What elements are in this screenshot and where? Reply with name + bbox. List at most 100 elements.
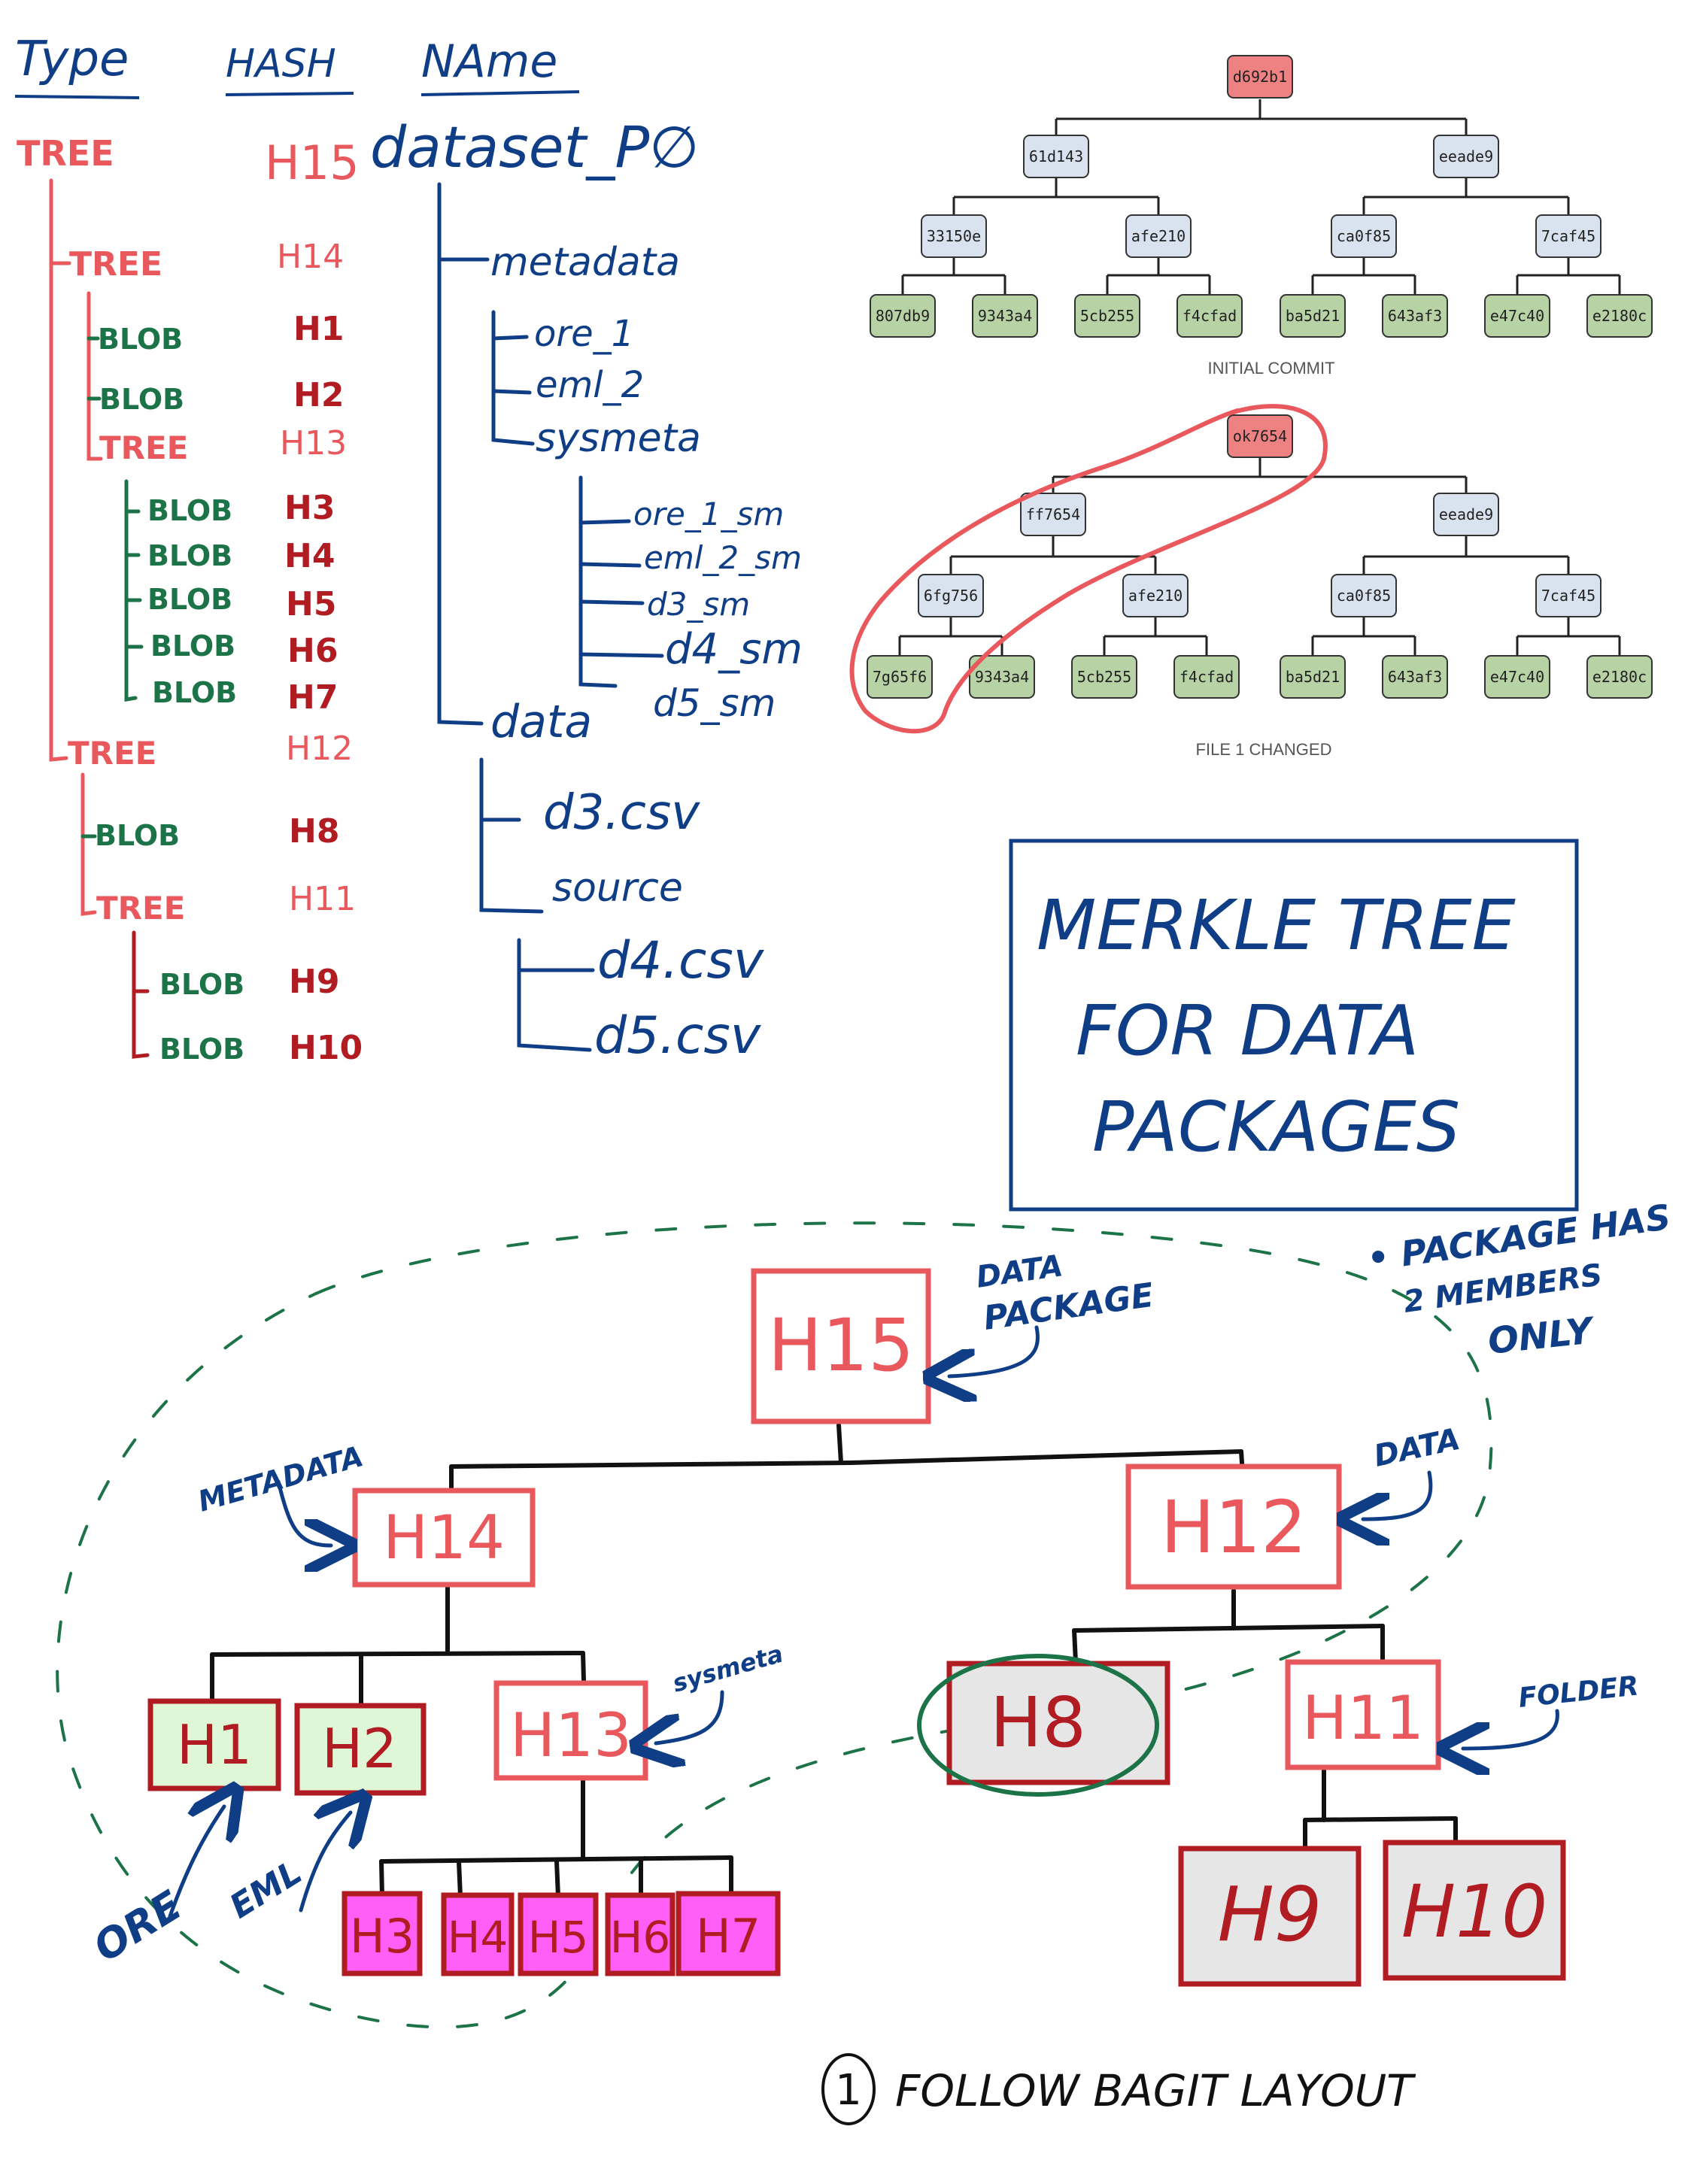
name-14: d5.csv bbox=[594, 1006, 762, 1066]
big-tree-labels: H15 H14 H12 H1 H2 H13 H8 H11 H3 H4 H5 H6… bbox=[177, 1303, 1547, 1964]
commit2-leaf-label-7: e2180c bbox=[1592, 668, 1647, 686]
commit1-leaf-label-5: 643af3 bbox=[1388, 307, 1442, 325]
commit1-leaf-node-4 bbox=[1280, 294, 1346, 338]
listing-names: dataset_P∅ metadata ore_1 eml_2 sysmeta … bbox=[370, 114, 803, 1066]
commit1-l1-label-1: eeade9 bbox=[1439, 147, 1493, 165]
commit2-leaf-label-4: ba5d21 bbox=[1286, 668, 1340, 686]
name-7: d3_sm bbox=[647, 586, 750, 623]
commit2-leaf-node-5 bbox=[1382, 655, 1448, 699]
header-hash: HASH bbox=[226, 41, 336, 86]
commit1-l1-node-0 bbox=[1023, 135, 1089, 178]
type-4: TREE bbox=[99, 429, 188, 466]
label-h2: H2 bbox=[322, 1717, 397, 1780]
commit2-l1-label-0: ff7654 bbox=[1026, 505, 1080, 523]
label-h6: H6 bbox=[610, 1912, 671, 1963]
hash-10: H12 bbox=[286, 730, 353, 768]
commit1-l2-label-3: 7caf45 bbox=[1541, 227, 1595, 245]
listing-types: TREE TREE BLOB BLOB TREE BLOB BLOB BLOB … bbox=[17, 133, 244, 1066]
commit1-labels: d692b1 61d143 eeade9 33150e afe210 ca0f8… bbox=[876, 68, 1647, 325]
hash-9: H7 bbox=[287, 678, 338, 717]
name-12: source bbox=[552, 866, 683, 911]
commit2-leaf-node-3 bbox=[1173, 655, 1240, 699]
title-line-3: PACKAGES bbox=[1092, 1087, 1460, 1167]
listing-headers: Type HASH NAme bbox=[14, 32, 580, 99]
node-h11 bbox=[1285, 1659, 1441, 1770]
commit1-leaf-node-0 bbox=[870, 294, 936, 338]
label-h9: H9 bbox=[1218, 1870, 1322, 1958]
type-6: BLOB bbox=[147, 539, 232, 572]
hash-14: H10 bbox=[289, 1029, 363, 1067]
label-h13: H13 bbox=[510, 1700, 632, 1770]
node-h1 bbox=[147, 1698, 281, 1791]
commit1-l2-label-0: 33150e bbox=[927, 227, 981, 245]
header-type: Type bbox=[15, 32, 129, 87]
commit1-leaf-node-3 bbox=[1176, 294, 1243, 338]
listing-hashes: H15 H14 H1 H2 H13 H3 H4 H5 H6 H7 H12 H8 … bbox=[265, 135, 363, 1067]
annotation-folder: FOLDER bbox=[1517, 1670, 1641, 1714]
node-h14 bbox=[352, 1488, 536, 1588]
commit1-leaf-node-6 bbox=[1484, 294, 1550, 338]
type-12: TREE bbox=[96, 890, 185, 927]
name-tree-lines bbox=[437, 182, 664, 1052]
commit2-l2-node-1 bbox=[1122, 574, 1189, 617]
commit2-root-label: ok7654 bbox=[1233, 427, 1287, 445]
node-h6 bbox=[605, 1892, 676, 1976]
annotation-data-package-1: DATA bbox=[974, 1248, 1065, 1295]
commit1-leaf-label-6: e47c40 bbox=[1490, 307, 1544, 325]
commit2-l2-node-3 bbox=[1535, 574, 1601, 617]
hash-0: H15 bbox=[265, 135, 360, 190]
hash-1: H14 bbox=[277, 238, 344, 276]
node-h7 bbox=[676, 1891, 781, 1976]
label-h14: H14 bbox=[383, 1503, 505, 1573]
type-14: BLOB bbox=[159, 1033, 244, 1066]
label-h1: H1 bbox=[177, 1713, 252, 1776]
type-9: BLOB bbox=[152, 676, 237, 709]
annotation-package-note-3: ONLY bbox=[1486, 1309, 1597, 1363]
node-h3 bbox=[342, 1891, 423, 1976]
label-h4: H4 bbox=[448, 1912, 509, 1963]
commit2-leaf-label-0: 7g65f6 bbox=[873, 668, 927, 686]
name-11: d3.csv bbox=[543, 785, 700, 841]
commit2-leaf-label-6: e47c40 bbox=[1490, 668, 1544, 686]
name-0: dataset_P∅ bbox=[370, 114, 699, 180]
commit1-leaf-label-0: 807db9 bbox=[876, 307, 930, 325]
commit2-leaf-node-7 bbox=[1586, 655, 1653, 699]
type-1: TREE bbox=[69, 245, 162, 284]
type-7: BLOB bbox=[147, 583, 232, 616]
node-h10 bbox=[1383, 1840, 1566, 1981]
hash-8: H6 bbox=[287, 632, 338, 670]
commit2-edges bbox=[898, 457, 1621, 659]
commit1-l2-node-0 bbox=[921, 214, 987, 258]
type-13: BLOB bbox=[159, 968, 244, 1001]
big-tree-nodes bbox=[147, 1268, 1566, 1987]
commit1-leaf-node-5 bbox=[1382, 294, 1448, 338]
commit2-leaf-label-3: f4cfad bbox=[1179, 668, 1234, 686]
header-name: NAme bbox=[421, 35, 557, 88]
commit2-l2-node-0 bbox=[918, 574, 984, 617]
label-h12: H12 bbox=[1161, 1485, 1307, 1570]
footer-number-circle bbox=[821, 2053, 876, 2125]
commit1-leaf-label-3: f4cfad bbox=[1183, 307, 1237, 325]
type-tree-lines bbox=[49, 178, 150, 1059]
commit2-root-node bbox=[1227, 414, 1293, 458]
hash-2: H1 bbox=[293, 310, 344, 348]
title-box bbox=[1009, 839, 1579, 1212]
node-h8-circle bbox=[917, 1654, 1159, 1797]
node-h13 bbox=[493, 1680, 648, 1781]
annotation-arrows bbox=[168, 1325, 1559, 1919]
label-h8: H8 bbox=[990, 1682, 1086, 1763]
label-h10: H10 bbox=[1401, 1870, 1547, 1954]
commit1-leaf-label-7: e2180c bbox=[1592, 307, 1647, 325]
commit2-l1-label-1: eeade9 bbox=[1439, 505, 1493, 523]
commit2-leaf-node-4 bbox=[1280, 655, 1346, 699]
hash-11: H8 bbox=[289, 812, 339, 851]
commit1-root-label: d692b1 bbox=[1233, 68, 1287, 86]
annotation-data: DATA bbox=[1371, 1422, 1464, 1474]
commit2-leaf-label-2: 5cb255 bbox=[1077, 668, 1131, 686]
label-h7: H7 bbox=[696, 1909, 761, 1964]
type-3: BLOB bbox=[99, 383, 184, 416]
name-9: d5_sm bbox=[653, 681, 776, 725]
node-h15 bbox=[751, 1268, 931, 1424]
commit2-l1-node-1 bbox=[1433, 493, 1499, 536]
